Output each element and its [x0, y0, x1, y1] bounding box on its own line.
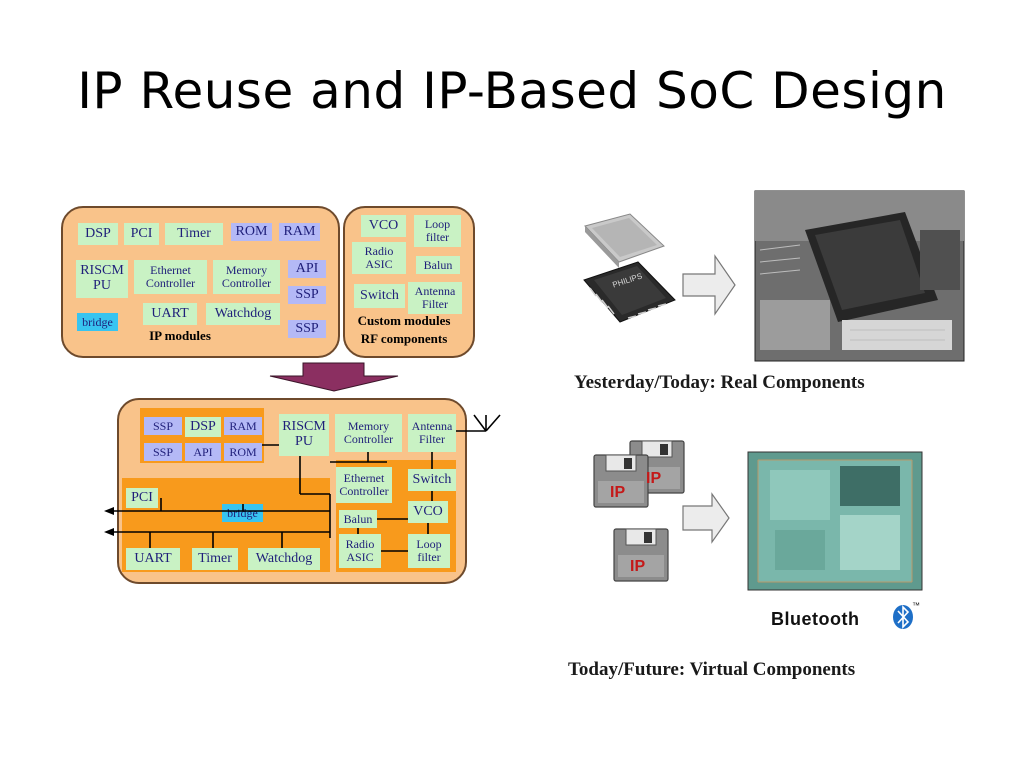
rf-radio-asic-block: Radio ASIC [352, 242, 406, 274]
soc-antenna-filter-block: Antenna Filter [408, 414, 456, 452]
soc-vco-block: VCO [408, 501, 448, 523]
soc-radio-asic-block: Radio ASIC [339, 534, 381, 568]
ip-riscmpu-block: RISCM PU [76, 260, 128, 298]
ip-disk-label-1: IP [646, 470, 662, 487]
ip-ram-block: RAM [279, 223, 320, 241]
soc-dsp-block: DSP [185, 417, 221, 437]
plcc-chip-icon [583, 261, 676, 323]
soc-riscmpu-block: RISCM PU [279, 414, 329, 456]
soc-ethernet-block: Ethernet Controller [336, 467, 392, 503]
custom-modules-label: Custom modules [357, 313, 451, 328]
ip-api-block: API [288, 260, 326, 278]
soc-watchdog-block: Watchdog [248, 548, 320, 570]
ceramic-chip-icon [584, 213, 665, 268]
ip-disk-label-2: IP [610, 484, 626, 501]
ip-ssp-block-1: SSP [288, 286, 326, 304]
bluetooth-label: Bluetooth [771, 609, 860, 629]
real-components-caption: Yesterday/Today: Real Components [574, 372, 865, 393]
rf-loop-filter-block: Loop filter [414, 215, 461, 247]
rf-vco-block: VCO [361, 215, 406, 237]
rf-switch-block: Switch [354, 284, 405, 308]
soc-balun-block: Balun [339, 510, 377, 528]
soc-die-photo [747, 451, 923, 591]
soc-bridge-block: bridge [222, 504, 263, 522]
soc-switch-block: Switch [408, 469, 456, 491]
rf-balun-block: Balun [416, 256, 460, 274]
ip-memory-block: Memory Controller [213, 260, 280, 294]
rf-antenna-filter-block: Antenna Filter [408, 282, 462, 314]
ip-pci-block: PCI [124, 223, 159, 245]
ip-watchdog-block: Watchdog [206, 303, 280, 325]
ip-timer-block: Timer [165, 223, 223, 245]
circuit-board-photo [754, 190, 965, 362]
chip-marking: PHILIPS [611, 271, 644, 290]
soc-uart-block: UART [126, 548, 180, 570]
soc-ram-block: RAM [224, 417, 262, 435]
soc-loop-filter-block: Loop filter [408, 534, 450, 568]
rf-components-label: RF components [360, 331, 448, 346]
virtual-components-caption: Today/Future: Virtual Components [568, 659, 856, 680]
ip-ssp-block-2: SSP [288, 320, 326, 338]
soc-timer-block: Timer [192, 548, 238, 570]
ip-bridge-block: bridge [77, 313, 118, 331]
soc-memory-block: Memory Controller [335, 414, 402, 452]
ip-uart-block: UART [143, 303, 197, 325]
bluetooth-icon [893, 605, 913, 629]
arrow-right-icon-2 [682, 492, 730, 544]
ip-rom-block: ROM [231, 223, 272, 241]
ip-disk-label-3: IP [630, 558, 646, 575]
slide-title: IP Reuse and IP-Based SoC Design [77, 62, 947, 120]
soc-pci-block: PCI [126, 488, 158, 508]
soc-ssp-b-block: SSP [144, 443, 182, 461]
soc-rom-block: ROM [224, 443, 262, 461]
ip-ethernet-block: Ethernet Controller [134, 260, 207, 294]
soc-api-block: API [185, 443, 221, 461]
soc-ssp-a-block: SSP [144, 417, 182, 435]
arrow-right-icon-1 [682, 254, 736, 316]
ip-dsp-block: DSP [78, 223, 118, 245]
bluetooth-tm: ™ [912, 601, 920, 610]
ip-modules-label: IP modules [149, 328, 211, 343]
